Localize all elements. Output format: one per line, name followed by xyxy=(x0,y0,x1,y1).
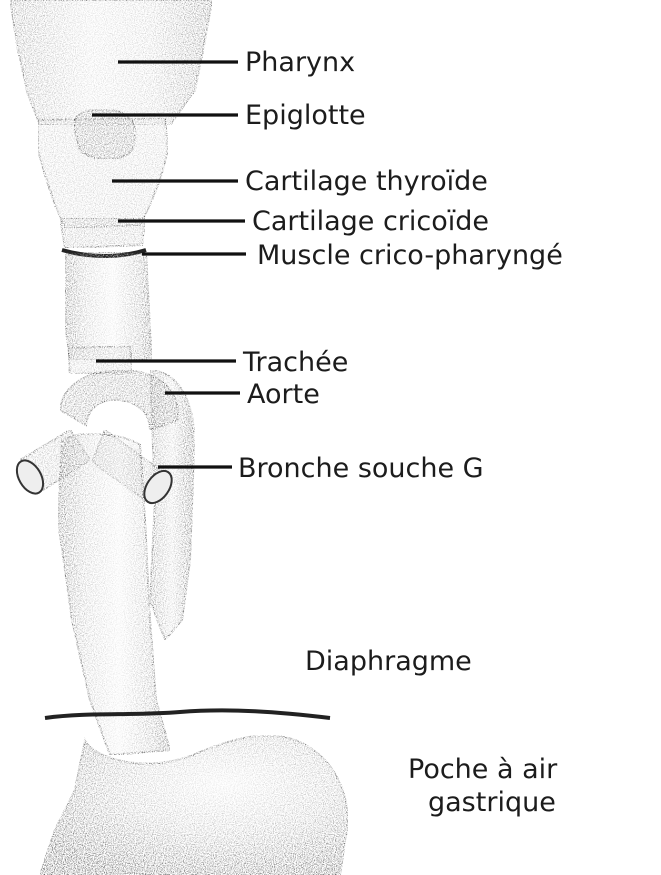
esophagus-upper-shape xyxy=(65,252,152,360)
label-muscle-crico-pharynge: Muscle crico-pharyngé xyxy=(257,240,563,271)
label-trachee: Trachée xyxy=(242,347,348,378)
label-bronche-souche-g: Bronche souche G xyxy=(238,453,484,484)
label-poche-line1: Poche à air xyxy=(408,754,558,785)
label-poche-line2: gastrique xyxy=(428,787,556,818)
label-pharynx: Pharynx xyxy=(245,47,355,78)
epiglottis-shape xyxy=(74,110,135,159)
diaphragm-line xyxy=(45,710,330,718)
anatomy-drawing xyxy=(10,0,348,875)
label-cartilage-cricoide: Cartilage cricoïde xyxy=(252,206,489,237)
labels: Pharynx Epiglotte Cartilage thyroïde Car… xyxy=(238,47,563,818)
label-epiglotte: Epiglotte xyxy=(245,100,366,131)
stomach-shape xyxy=(40,736,348,875)
label-diaphragme: Diaphragme xyxy=(305,646,472,677)
label-aorte: Aorte xyxy=(247,379,320,410)
label-cartilage-thyroide: Cartilage thyroïde xyxy=(245,166,488,197)
